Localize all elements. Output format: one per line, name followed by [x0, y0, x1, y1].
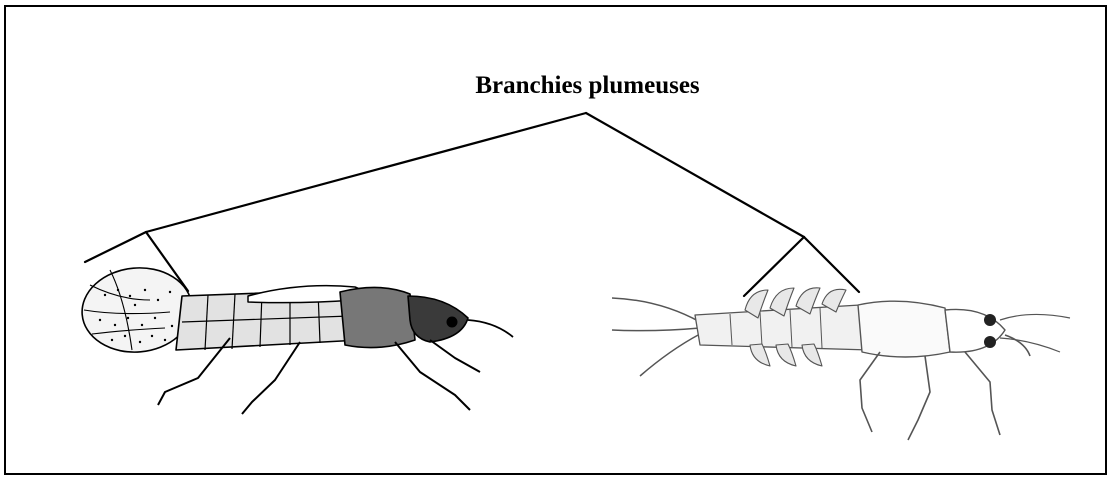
- head-left: [408, 296, 468, 342]
- thorax-left: [340, 287, 415, 347]
- legs-left: [158, 338, 480, 414]
- leader-branch-right-1: [744, 237, 804, 296]
- leader-lines: [85, 113, 859, 296]
- eye-right-upper: [984, 314, 996, 326]
- thorax-right: [858, 301, 950, 357]
- mandible-right: [1005, 335, 1030, 356]
- antennae-right: [1000, 314, 1070, 352]
- insect-illustration-left: [79, 263, 513, 414]
- eye-left: [447, 317, 457, 327]
- leader-line-left: [146, 113, 586, 232]
- legs-right: [860, 352, 1000, 440]
- leader-branch-left-1: [85, 232, 146, 262]
- insect-illustration-right: [612, 288, 1070, 440]
- leader-branch-right-2: [804, 237, 859, 292]
- eye-right-lower: [984, 336, 996, 348]
- head-right: [945, 309, 1005, 352]
- cerci-right: [612, 298, 700, 376]
- antenna-left: [468, 320, 513, 337]
- leader-line-right: [586, 113, 804, 237]
